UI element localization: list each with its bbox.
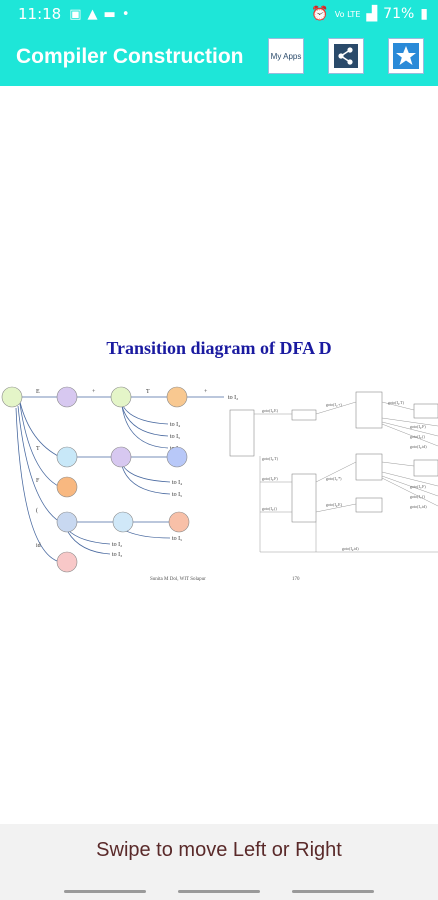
svg-text:goto(I₇,id): goto(I₇,id) [410, 504, 427, 510]
svg-text:goto(I₀,(): goto(I₀,() [262, 506, 278, 512]
share-button[interactable] [328, 38, 364, 74]
svg-text:to I₃: to I₃ [112, 552, 122, 558]
network-label: Vo LTE [334, 9, 361, 19]
dfa-diagram: E + T + to I₂ to I₄ to I₅ to I₅ to I₄ to… [1, 386, 438, 582]
gallery-icon: ▣ [69, 6, 82, 22]
slide-footer-page: 170 [292, 577, 300, 582]
warning-icon: ▲ [87, 6, 98, 22]
svg-text:goto(I₂,*): goto(I₂,*) [326, 476, 342, 482]
signal-icon: ▟ [366, 6, 378, 22]
svg-text:F: F [36, 478, 40, 484]
alarm-icon: ⏰ [311, 6, 329, 22]
svg-text:goto(I₆,id): goto(I₆,id) [410, 444, 427, 450]
swipe-hint: Swipe to move Left or Right [0, 824, 438, 876]
dot-icon: • [121, 6, 130, 22]
slide: Transition diagram of DFA D [0, 338, 438, 582]
svg-text:goto(I₀,F): goto(I₀,F) [262, 476, 278, 482]
slide-viewer[interactable]: Transition diagram of DFA D [0, 86, 438, 824]
svg-text:to I₄: to I₄ [172, 480, 182, 486]
navigation-bar [0, 876, 438, 900]
svg-text:T: T [146, 389, 150, 395]
svg-text:to I₅: to I₅ [172, 492, 182, 498]
my-apps-label: My Apps [270, 51, 302, 61]
svg-text:to I₂: to I₂ [112, 542, 122, 548]
recent-apps-button[interactable] [64, 890, 146, 893]
star-icon [393, 43, 419, 69]
svg-text:to I₅: to I₅ [170, 434, 180, 440]
favorite-button[interactable] [388, 38, 424, 74]
svg-text:goto(I₆,F): goto(I₆,F) [410, 424, 426, 430]
svg-text:goto(I₄,id): goto(I₄,id) [342, 546, 359, 552]
svg-text:+: + [204, 389, 208, 395]
svg-text:goto(I₄,E): goto(I₄,E) [326, 502, 343, 508]
svg-text:(: ( [36, 507, 38, 514]
slide-title: Transition diagram of DFA D [106, 338, 332, 358]
svg-text:E: E [36, 389, 40, 395]
message-icon: ▬ [103, 6, 116, 22]
share-icon [334, 44, 358, 68]
my-apps-button[interactable]: My Apps [268, 38, 304, 74]
app-title: Compiler Construction [16, 45, 244, 68]
battery-percent: 71% [383, 6, 415, 22]
slide-footer-author: Sunita M Dol, WIT Solapur [150, 577, 206, 582]
svg-text:id: id [36, 543, 41, 549]
svg-text:to I₄: to I₄ [170, 422, 180, 428]
svg-text:goto(I₁,+): goto(I₁,+) [326, 402, 342, 408]
swipe-hint-label: Swipe to move Left or Right [96, 838, 342, 861]
battery-icon: ▮ [420, 6, 428, 22]
app-bar: Compiler Construction My Apps [0, 28, 438, 86]
status-bar: 11:18 ▣ ▲ ▬ • ⏰ Vo LTE ▟ 71% ▮ [0, 0, 438, 28]
status-time: 11:18 [18, 5, 62, 23]
svg-text:goto(I₇,(): goto(I₇,() [410, 494, 426, 500]
svg-text:to I₅: to I₅ [172, 536, 182, 542]
svg-text:goto(I₀,T): goto(I₀,T) [262, 456, 279, 462]
svg-text:+: + [92, 389, 96, 395]
svg-text:goto(I₆,T): goto(I₆,T) [388, 400, 405, 406]
svg-text:goto(I₀,E): goto(I₀,E) [262, 408, 279, 414]
svg-text:goto(I₆,(): goto(I₆,() [410, 434, 426, 440]
back-button[interactable] [292, 890, 374, 893]
svg-text:to I₂: to I₂ [228, 395, 238, 401]
svg-text:goto(I₇,F): goto(I₇,F) [410, 484, 426, 490]
svg-text:T: T [36, 446, 40, 452]
home-button[interactable] [178, 890, 260, 893]
